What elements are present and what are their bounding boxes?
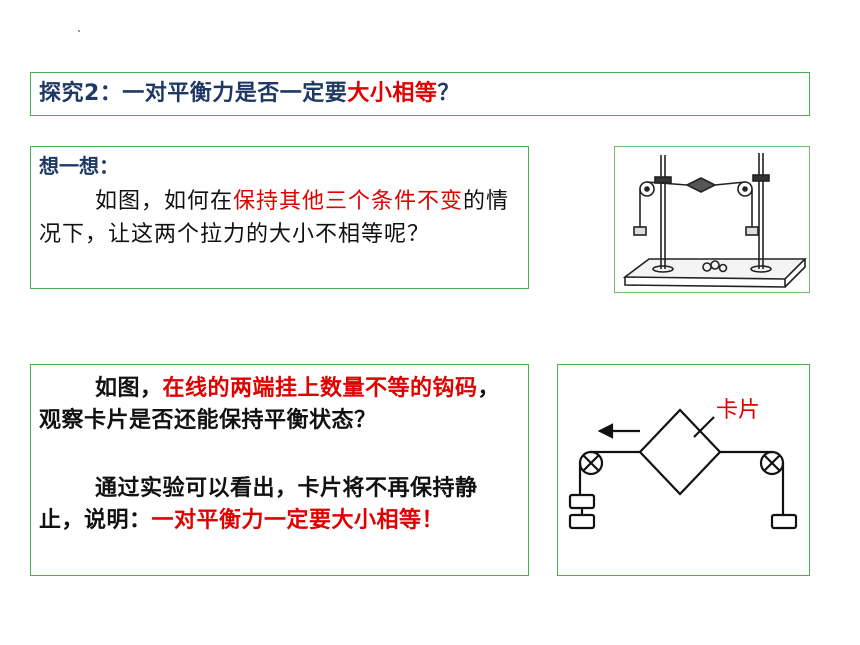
- card-figure: 卡片: [557, 364, 810, 576]
- result-p1-text-1: 如图，: [95, 376, 163, 401]
- title-suffix: ？: [437, 81, 460, 106]
- result-box: 如图，在线的两端挂上数量不等的钩码，观察卡片是否还能保持平衡状态？ 通过实验可以…: [30, 364, 529, 576]
- result-p2-text-1: 通过实验可以看出，卡片将不再保持静止，说明：: [39, 476, 478, 533]
- result-p1-red: 在线的两端挂上数量不等的钩码: [162, 376, 478, 401]
- title-box: 探究2：一对平衡力是否一定要大小相等？: [30, 72, 810, 116]
- decorative-dot: [78, 30, 80, 32]
- think-body: 如图，如何在保持其他三个条件不变的情况下，让这两个拉力的大小不相等呢？: [39, 185, 519, 251]
- think-heading: 想一想：: [39, 154, 119, 178]
- apparatus-drawing: [622, 153, 807, 288]
- title-highlight: 大小相等: [347, 81, 438, 106]
- think-body-text-1: 如图，如何在: [95, 189, 234, 214]
- result-paragraph-1: 如图，在线的两端挂上数量不等的钩码，观察卡片是否还能保持平衡状态？: [39, 373, 521, 437]
- page-title: 探究2：一对平衡力是否一定要大小相等？: [39, 79, 460, 109]
- card-drawing: 卡片: [568, 398, 798, 530]
- think-body-red: 保持其他三个条件不变: [233, 189, 464, 214]
- think-box: 想一想： 如图，如何在保持其他三个条件不变的情况下，让这两个拉力的大小不相等呢？: [30, 146, 529, 289]
- think-body-text-2: 的情况下，让这两个拉力的大小不相等呢？: [39, 189, 510, 247]
- apparatus-figure: [614, 146, 810, 293]
- result-paragraph-2: 通过实验可以看出，卡片将不再保持静止，说明：一对平衡力一定要大小相等！: [39, 473, 521, 537]
- result-p1-text-2: ，观察卡片是否还能保持平衡状态？: [39, 376, 501, 433]
- result-p2-red: 一对平衡力一定要大小相等！: [151, 508, 445, 533]
- card-label: 卡片: [716, 398, 760, 423]
- title-prefix: 探究2：一对平衡力是否一定要: [39, 81, 348, 106]
